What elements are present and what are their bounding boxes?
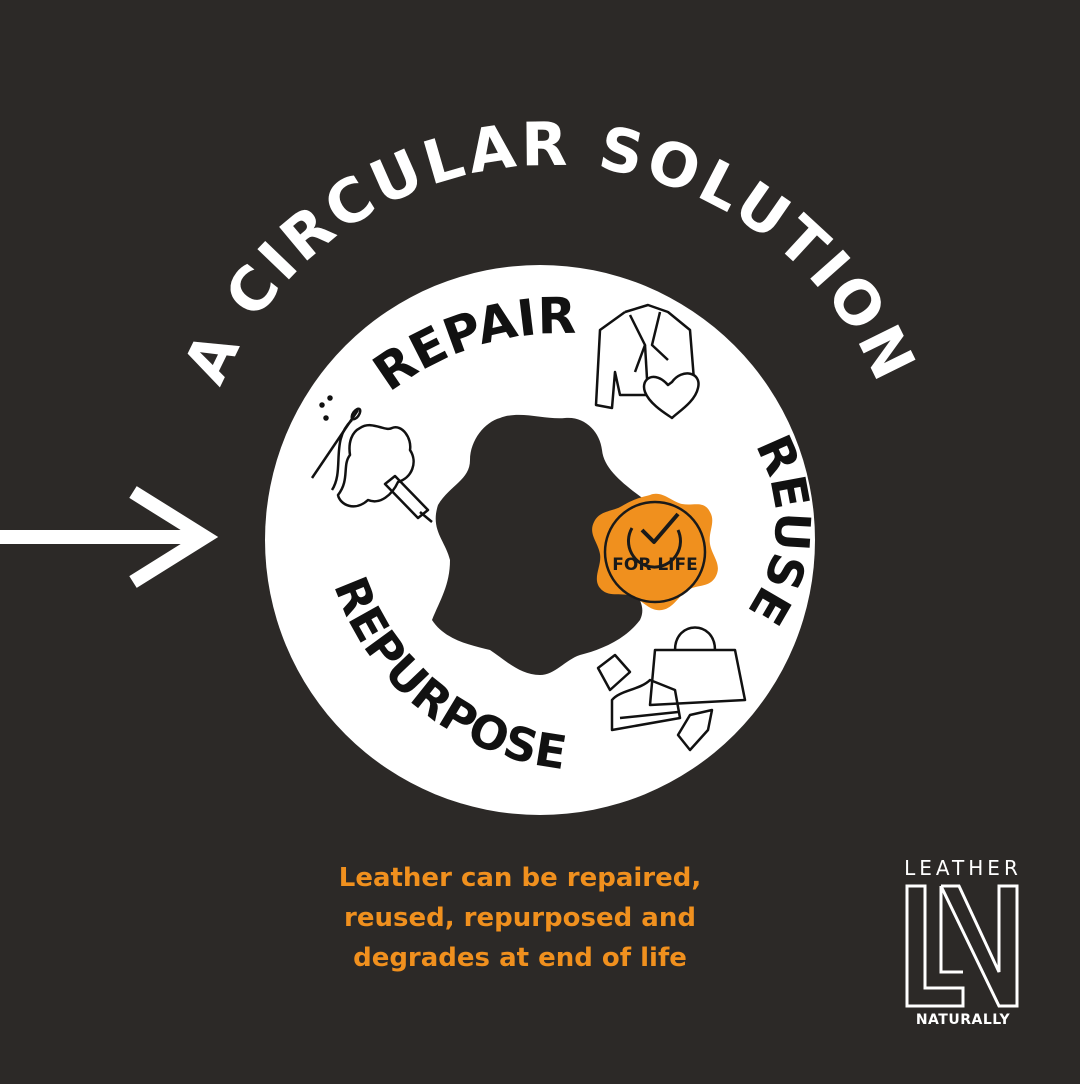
badge-label: FOR LIFE — [612, 555, 697, 575]
arrow-right-icon — [0, 486, 219, 588]
caption-line-1: Leather can be repaired, — [338, 863, 702, 893]
logo-word-bottom: NATURALLY — [915, 1012, 1011, 1028]
leather-jacket-heart-icon — [594, 303, 700, 420]
caption: Leather can be repaired, reused, repurpo… — [280, 858, 760, 978]
needle-hide-brush-icon — [310, 395, 433, 523]
check-badge-icon: FOR LIFE — [592, 493, 718, 611]
hide-shape — [432, 414, 645, 675]
caption-line-2: reused, repurposed and — [344, 903, 696, 933]
ln-monogram-icon — [905, 884, 1019, 1008]
brand-logo: LEATHER NATURALLY — [893, 856, 1033, 1036]
bag-shoe-scraps-icon — [596, 626, 747, 752]
caption-line-3: degrades at end of life — [353, 943, 687, 973]
logo-word-top: LEATHER — [904, 856, 1022, 880]
